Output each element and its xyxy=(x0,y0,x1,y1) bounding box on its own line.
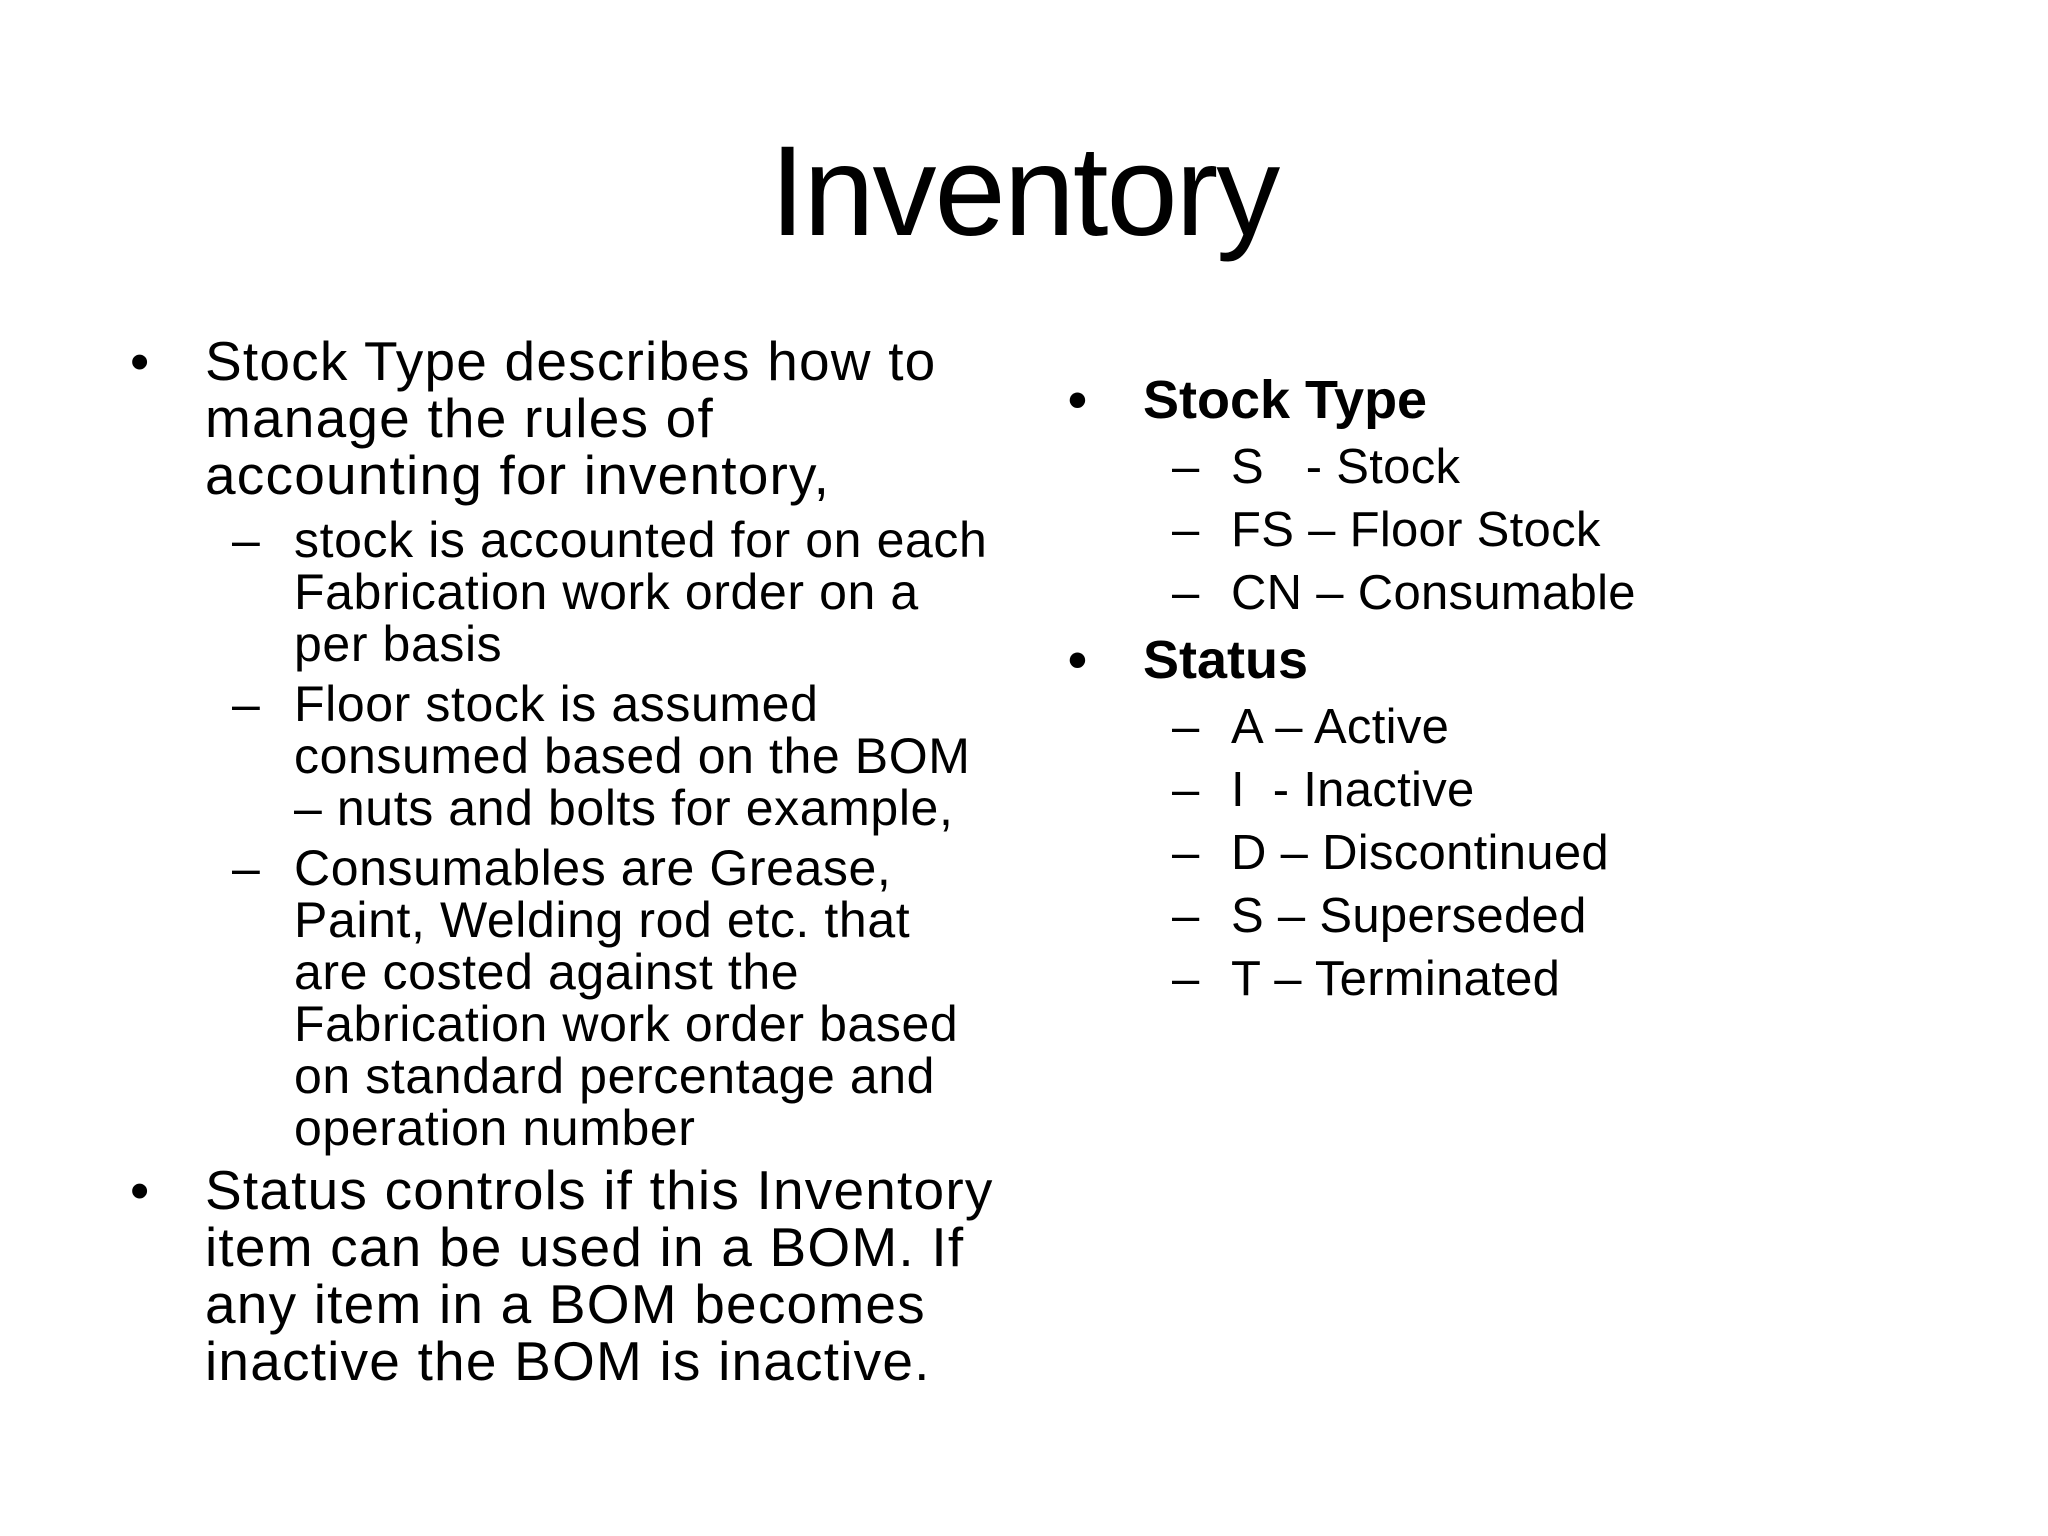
list-item-header: • Status xyxy=(1068,632,1928,689)
list-item: – S – Superseded xyxy=(1172,885,1928,948)
list-item-text: FS – Floor Stock xyxy=(1231,503,1601,557)
left-column: • Stock Type describes how to manage the… xyxy=(130,333,1030,1400)
list-item-text: Status controls if this Inventory item c… xyxy=(205,1159,994,1392)
bullet-marker: • xyxy=(1068,630,1087,690)
list-item: – CN – Consumable xyxy=(1172,562,1928,625)
list-item: – T – Terminated xyxy=(1172,948,1928,1011)
list-item: – stock is accounted for on each Fabrica… xyxy=(232,514,1030,670)
list-item-text: stock is accounted for on each Fabricati… xyxy=(294,512,988,672)
list-item-text: Consumables are Grease, Paint, Welding r… xyxy=(294,840,959,1156)
list-item-text: Status xyxy=(1143,630,1309,690)
dash-marker: – xyxy=(232,840,261,896)
list-item: – I - Inactive xyxy=(1172,759,1928,822)
list-item-text: A – Active xyxy=(1231,700,1450,754)
list-item: • Status controls if this Inventory item… xyxy=(130,1162,1030,1390)
list-item-text: Stock Type describes how to manage the r… xyxy=(205,330,937,506)
dash-marker: – xyxy=(1172,826,1200,880)
list-item-text: S – Superseded xyxy=(1231,889,1587,943)
dash-marker: – xyxy=(232,512,261,568)
list-item-text: D – Discontinued xyxy=(1231,826,1609,880)
page-title: Inventory xyxy=(769,120,1281,263)
list-item-text: Floor stock is assumed consumed based on… xyxy=(294,676,971,836)
list-item-header: • Stock Type xyxy=(1068,372,1928,429)
dash-marker: – xyxy=(1172,503,1200,557)
list-item-text: Stock Type xyxy=(1143,370,1428,430)
list-item: – Consumables are Grease, Paint, Welding… xyxy=(232,842,1030,1154)
bullet-marker: • xyxy=(1068,370,1087,430)
list-item: – FS – Floor Stock xyxy=(1172,499,1928,562)
right-column: • Stock Type – S - Stock – FS – Floor St… xyxy=(1068,372,1928,1011)
list-item: – Floor stock is assumed consumed based … xyxy=(232,678,1030,834)
dash-marker: – xyxy=(1172,566,1200,620)
dash-marker: – xyxy=(1172,889,1200,943)
list-item: – D – Discontinued xyxy=(1172,822,1928,885)
list-item-text: T – Terminated xyxy=(1231,952,1561,1006)
list-item: – A – Active xyxy=(1172,696,1928,759)
list-item-text: I - Inactive xyxy=(1231,763,1475,817)
dash-marker: – xyxy=(1172,440,1200,494)
dash-marker: – xyxy=(1172,700,1200,754)
list-item-text: S - Stock xyxy=(1231,440,1461,494)
dash-marker: – xyxy=(232,676,261,732)
list-item-text: CN – Consumable xyxy=(1231,566,1636,620)
list-item: – S - Stock xyxy=(1172,436,1928,499)
dash-marker: – xyxy=(1172,763,1200,817)
list-item: • Stock Type describes how to manage the… xyxy=(130,333,1030,504)
dash-marker: – xyxy=(1172,952,1200,1006)
bullet-marker: • xyxy=(130,330,151,392)
bullet-marker: • xyxy=(130,1159,151,1221)
